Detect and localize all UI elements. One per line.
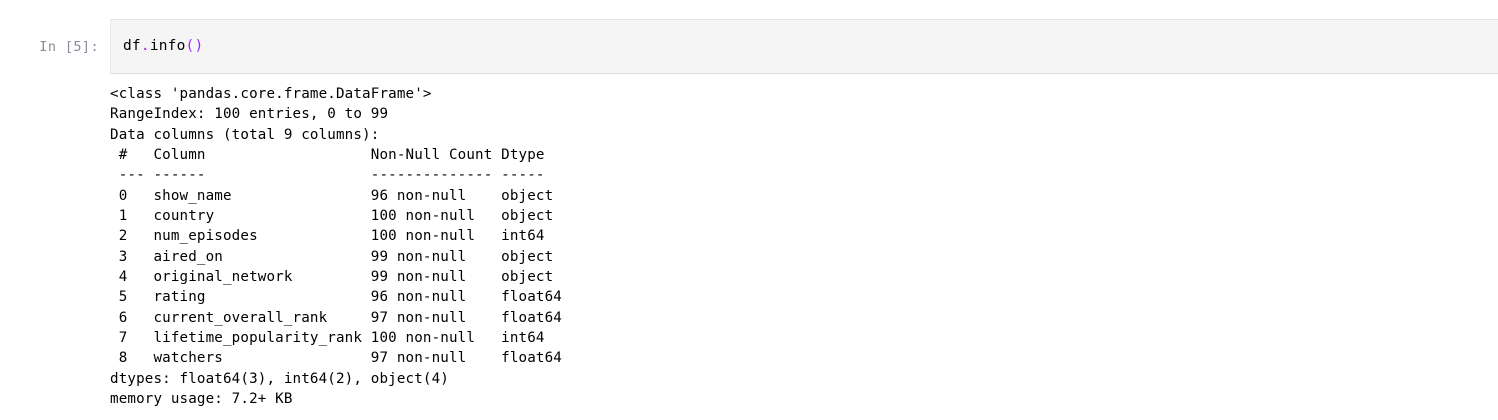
- code-token-parens: (): [185, 38, 204, 54]
- input-prompt-label: In [5]:: [39, 39, 99, 55]
- code-token-method: info: [149, 38, 186, 54]
- code-token-dot: .: [140, 38, 150, 54]
- code-line: df.info(): [123, 36, 1498, 56]
- dataframe-info-output: <class 'pandas.core.frame.DataFrame'> Ra…: [110, 86, 562, 408]
- code-token-object: df: [123, 38, 141, 54]
- input-cell[interactable]: In [5]: df.info(): [0, 19, 1498, 74]
- output-cell: <class 'pandas.core.frame.DataFrame'> Ra…: [0, 84, 1498, 410]
- output-body: <class 'pandas.core.frame.DataFrame'> Ra…: [110, 84, 1498, 410]
- code-editor[interactable]: df.info(): [110, 19, 1498, 74]
